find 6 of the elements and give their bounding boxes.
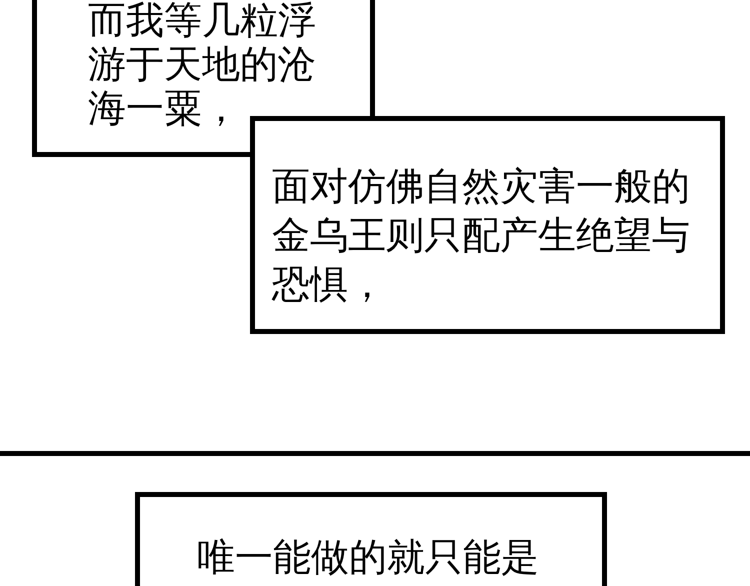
caption-text: 面对仿佛自然灾害一般的金乌王则只配产生绝望与恐惧，	[272, 163, 691, 308]
caption-box	[135, 492, 607, 586]
caption-box	[250, 116, 725, 334]
caption-text: 而我等几粒浮游于天地的沧海一粟，	[88, 0, 317, 130]
caption-box	[32, 0, 375, 157]
caption-text: 唯一能做的就只能是	[197, 534, 540, 581]
